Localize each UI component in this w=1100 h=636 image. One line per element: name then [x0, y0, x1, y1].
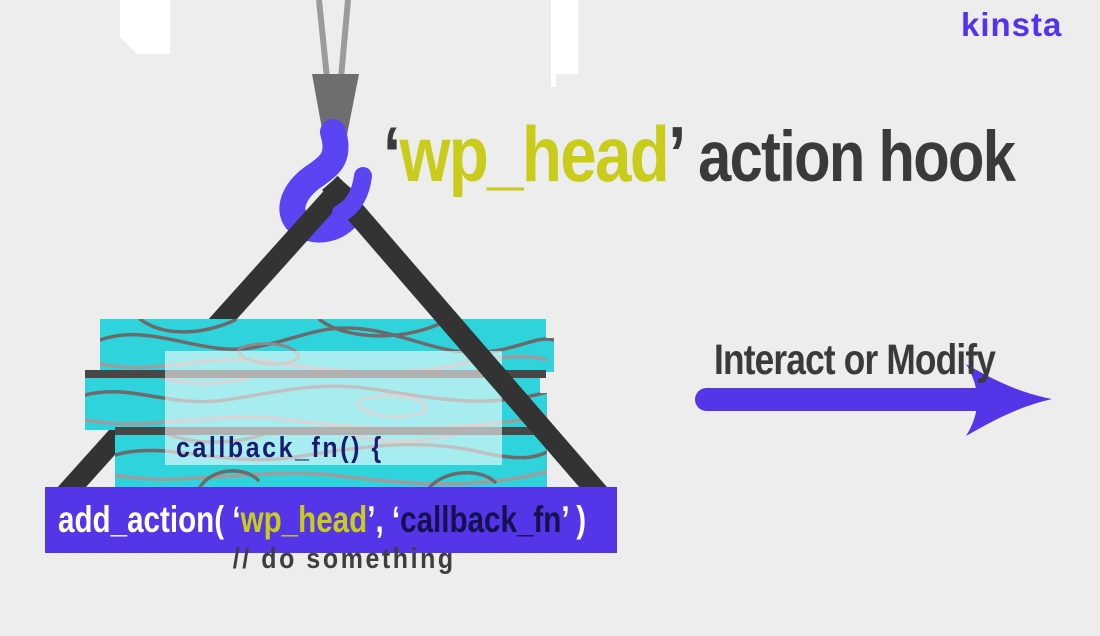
sling-strap-right [322, 176, 614, 509]
banner-quote-1: ‘ [232, 499, 241, 540]
title-quote-close: ’ [668, 110, 686, 198]
banner-quote-3: ‘ [391, 499, 401, 540]
bg-shape-right [551, 0, 578, 87]
arrow-icon [695, 364, 1052, 436]
crane-cable-left-icon [316, 0, 330, 79]
title-quote-open: ‘ [383, 110, 401, 198]
add-action-code-line: add_action( ‘wp_head’, ‘callback_fn’ ) [58, 499, 586, 541]
code-card-overlay [165, 351, 502, 465]
bg-shape-left [120, 0, 170, 54]
title-hook-name: wp_head [399, 110, 670, 198]
title-highlight-group: ‘wp_head’ [383, 110, 686, 198]
banner-quote-2: ’ [367, 499, 376, 540]
kinsta-logo: kinsta [961, 6, 1063, 43]
banner-quote-4: ’ [561, 499, 568, 540]
crane-cable-right-icon [338, 0, 351, 79]
code-line-1: callback_fn() { [176, 432, 384, 464]
banner-fn: add_action( [58, 499, 233, 540]
banner-separator: , [375, 499, 392, 540]
interact-or-modify-label: Interact or Modify [714, 336, 996, 384]
banner-arg-callback-fn: callback_fn [400, 499, 562, 540]
code-line-2: // do something [232, 543, 456, 575]
callback-code-block: callback_fn() { // do something } [176, 356, 456, 636]
title-rest: action hook [698, 118, 1016, 197]
banner-arg-wp-head: wp_head [240, 499, 368, 540]
crane-hook-tip-icon [332, 167, 372, 222]
banner-close: ) [567, 499, 587, 540]
crane-hook-icon [279, 119, 362, 243]
page-title: ‘wp_head’action hook [383, 110, 1016, 198]
wood-plank-middle-step [540, 393, 547, 430]
code-banner [45, 487, 617, 553]
wood-plank-top-step [546, 338, 554, 372]
